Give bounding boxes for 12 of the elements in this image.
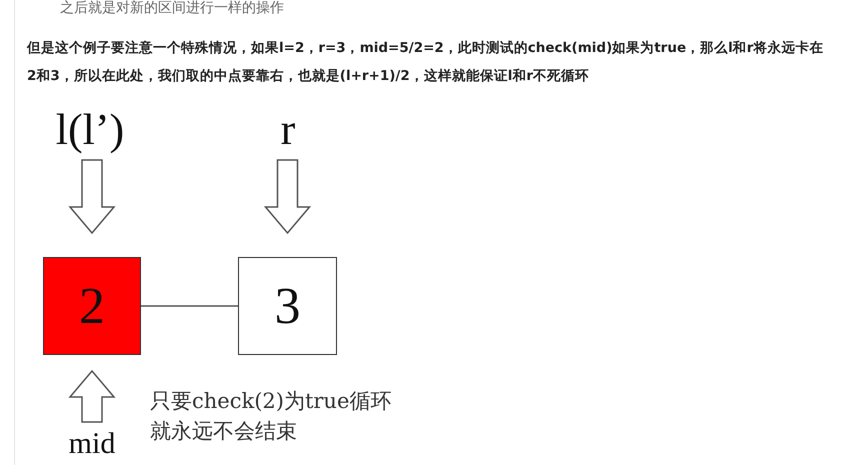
pointer-label: r: [260, 104, 316, 156]
connector-line: [141, 305, 238, 307]
array-cell: 2: [43, 257, 141, 355]
note-text: 只要check(2)为true循环就永远不会结束: [150, 388, 392, 445]
hollow-arrow: [68, 370, 116, 423]
hollow-arrow: [68, 159, 116, 234]
hollow-arrow: [264, 159, 312, 234]
pointer-label: l(l’): [30, 104, 150, 156]
array-cell: 3: [238, 257, 337, 355]
explanation-paragraph: 但是这个例子要注意一个特殊情况，如果l=2，r=3，mid=5/2=2，此时测试的check(mid)如果为true，那么l和r将永远卡在2和3，所以在此处，我们取的中点要靠右，也就是(l+r+1)/2，这样就能保证l和r不死循环: [27, 39, 824, 86]
pointer-label: mid: [52, 426, 132, 462]
intro-text: 之后就是对新的区间进行一样的操作: [60, 0, 285, 16]
